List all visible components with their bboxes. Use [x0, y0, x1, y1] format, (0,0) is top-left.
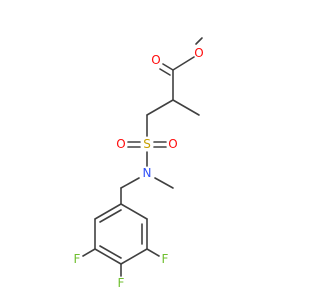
atom-fluorine-right: F	[162, 252, 169, 266]
atom-o-ester: O	[194, 46, 203, 60]
bond-n-ch2	[120, 177, 140, 189]
ring-inner-2	[99, 245, 122, 259]
bond-alpha-methyl	[172, 99, 200, 116]
atom-nitrogen: N	[143, 166, 152, 180]
atom-o-carbonyl: O	[151, 53, 160, 67]
bond-c-f-left	[82, 248, 96, 257]
bond-carbonyl-double-a	[162, 63, 174, 71]
atom-sulfur: S	[143, 137, 151, 151]
ring-bond-4	[94, 248, 122, 265]
bond-o-carbonyl	[172, 56, 195, 71]
atom-o-sulfonyl-right: O	[168, 137, 177, 151]
ring-bond-1	[120, 203, 148, 220]
molecule-drawing: O O S O O N F F F	[74, 37, 204, 290]
bond-n-methyl	[154, 177, 174, 189]
atom-o-sulfonyl-left: O	[116, 137, 125, 151]
atom-fluorine-bottom: F	[118, 276, 125, 290]
bond-carbonyl-double-b	[159, 68, 171, 76]
bonds	[82, 37, 203, 277]
structure-canvas: O O S O O N F F F	[73, 37, 204, 290]
bond-alpha-ch2	[146, 99, 174, 116]
atom-fluorine-left: F	[74, 252, 81, 266]
ring-bond-3	[120, 248, 148, 265]
ring-bond-6	[94, 203, 122, 220]
bond-c-f-right	[146, 248, 160, 257]
atom-labels: O O S O O N F F F	[74, 46, 204, 290]
bond-ometh	[195, 37, 203, 45]
ring-inner-3	[99, 209, 122, 223]
